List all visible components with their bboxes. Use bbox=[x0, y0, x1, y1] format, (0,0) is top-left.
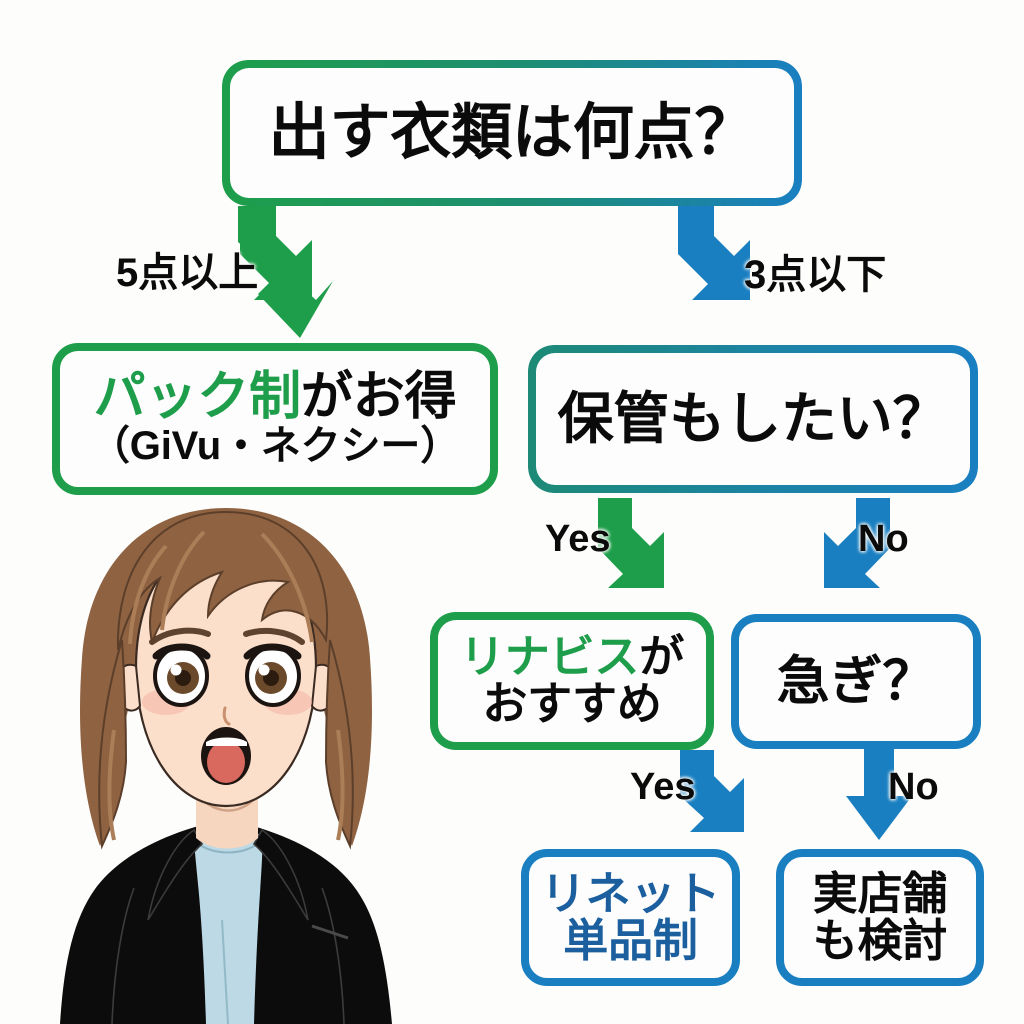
woman-eye-right bbox=[243, 643, 302, 707]
woman-body bbox=[60, 776, 392, 1024]
node-hurry-question-line-1: 急ぎ？ bbox=[776, 651, 936, 711]
node-pack-plan-line-1: パック制がお得 bbox=[94, 370, 457, 424]
node-pack-plan-line-2: （GiVu・ネクシー） bbox=[89, 424, 461, 469]
node-storage-question[interactable]: 保管もしたい？ bbox=[528, 345, 978, 493]
woman-hair-front bbox=[98, 510, 354, 850]
node-pack-plan[interactable]: パック制がお得 （GiVu・ネクシー） bbox=[52, 343, 498, 495]
edge-label-storage-no: No bbox=[858, 518, 909, 560]
node-pack-plan-brand: パック制 bbox=[93, 368, 302, 427]
node-pack-plan-suffix: がお得 bbox=[300, 368, 457, 427]
node-root[interactable]: 出す衣類は何点？ bbox=[222, 60, 802, 206]
node-linavis-line-1: リナビスが bbox=[459, 631, 685, 683]
node-hurry-question[interactable]: 急ぎ？ bbox=[731, 614, 981, 749]
node-lenet-line-1: リネット bbox=[540, 867, 721, 919]
node-linavis-line-2: おすすめ bbox=[482, 678, 662, 729]
node-root-line-1: 出す衣類は何点？ bbox=[268, 98, 756, 167]
node-lenet-line-2: 単品制 bbox=[563, 914, 698, 966]
woman-eye-left bbox=[152, 643, 211, 707]
edge-label-hurry-no: No bbox=[888, 766, 939, 808]
node-physical-store[interactable]: 実店舗 も検討 bbox=[776, 849, 984, 986]
node-lenet-single[interactable]: リネット 単品制 bbox=[521, 849, 740, 986]
woman-mouth bbox=[201, 727, 251, 785]
edge-label-hurry-yes: Yes bbox=[630, 766, 696, 808]
node-storage-question-line-1: 保管もしたい？ bbox=[557, 386, 949, 450]
node-linavis-particle: が bbox=[639, 631, 685, 683]
node-physical-store-line-1: 実店舗 bbox=[812, 867, 948, 919]
edge-label-storage-yes: Yes bbox=[545, 518, 611, 560]
node-linavis-recommend[interactable]: リナビスが おすすめ bbox=[430, 612, 714, 750]
edge-root-to-storage bbox=[678, 206, 750, 300]
surprised-woman-illustration bbox=[26, 490, 426, 1024]
edge-label-5-or-more: 5点以上 bbox=[116, 251, 259, 295]
edge-label-3-or-less: 3点以下 bbox=[744, 253, 887, 297]
node-linavis-brand: リナビス bbox=[459, 631, 640, 683]
node-physical-store-line-2: も検討 bbox=[812, 914, 948, 966]
